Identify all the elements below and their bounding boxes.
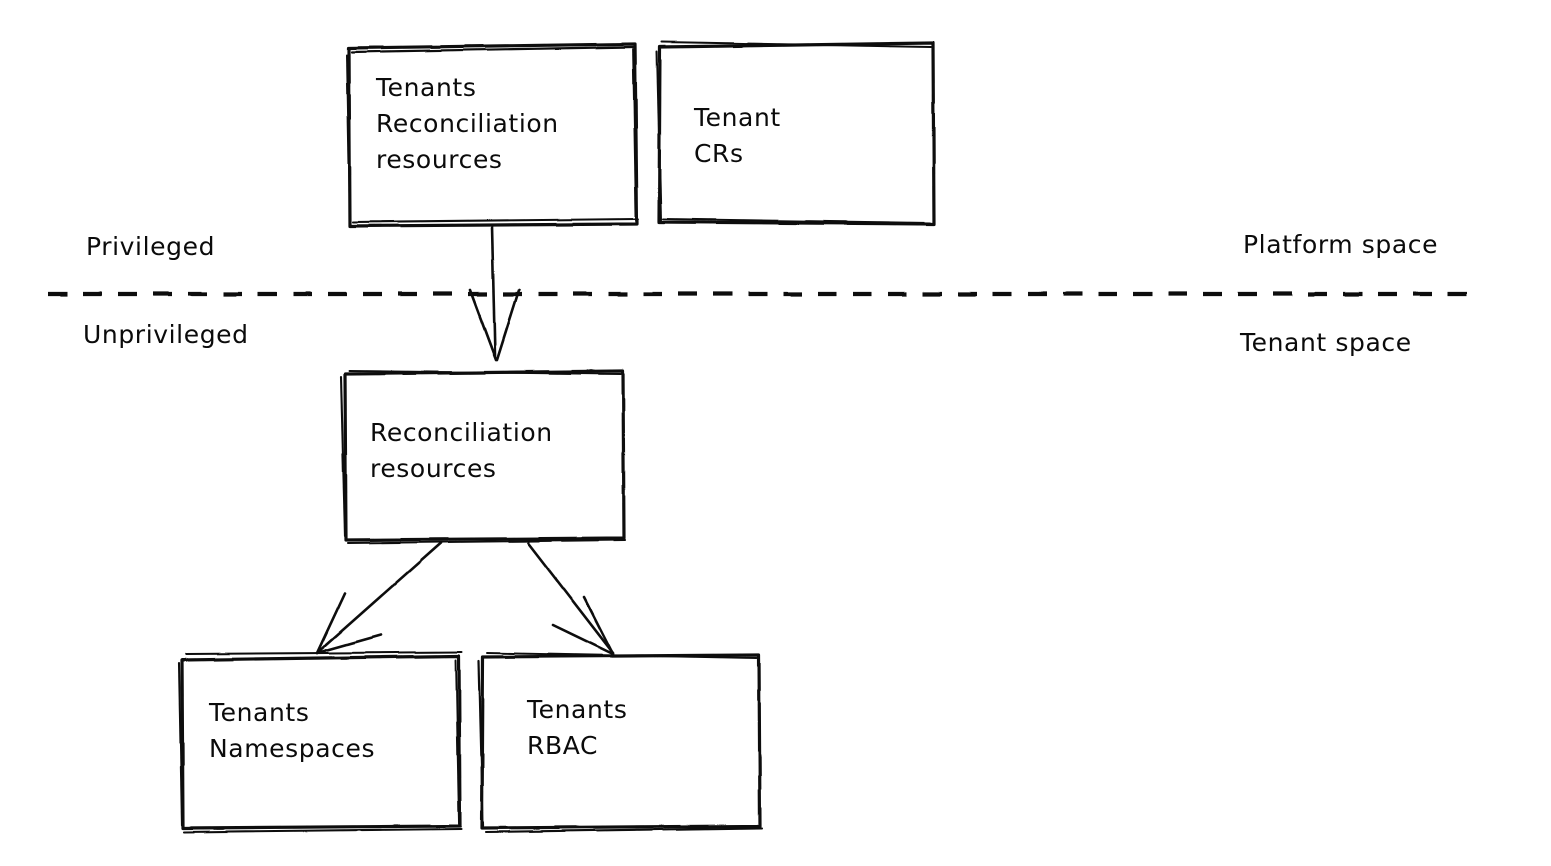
edge-to-namespaces: [315, 541, 443, 655]
node-tenants-reconciliation-resources[interactable]: [348, 47, 636, 225]
node-reconciliation-resources[interactable]: [343, 372, 624, 540]
zone-label-privileged: Privileged: [86, 232, 216, 261]
node-tenants-rbac[interactable]: [479, 655, 760, 827]
edge-reconciliation-down: [468, 224, 521, 362]
zone-label-unprivileged: Unprivileged: [83, 320, 249, 349]
zone-label-tenant-space: Tenant space: [1240, 328, 1412, 357]
node-tenants-namespaces[interactable]: [180, 658, 460, 828]
node-tenant-crs[interactable]: [658, 42, 934, 224]
zone-label-platform-space: Platform space: [1243, 230, 1439, 259]
edge-to-rbac: [526, 541, 615, 656]
